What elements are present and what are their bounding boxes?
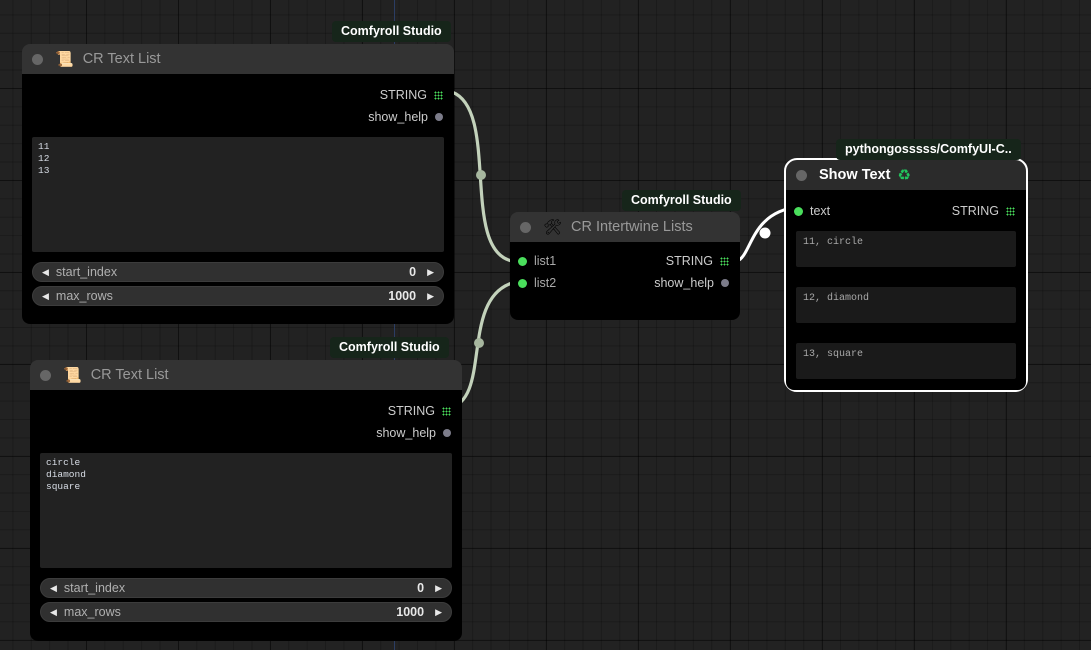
output-slot-show-help[interactable]: show_help	[30, 422, 462, 444]
node-title: CR Text List	[90, 367, 169, 383]
node-header[interactable]: 📜 CR Text List	[30, 360, 462, 390]
widget-label: start_index	[63, 581, 126, 595]
output-slot-label: show_help	[376, 426, 436, 440]
node-header[interactable]: 🛠 CR Intertwine Lists	[510, 212, 740, 242]
node-body: list1 STRING list2 show_help	[510, 242, 740, 320]
arrow-left-icon[interactable]: ◀	[42, 266, 49, 277]
widget-max-rows[interactable]: ◀ max_rows 1000 ▶	[40, 602, 452, 622]
multiline-text-input[interactable]: circle diamond square	[40, 453, 452, 568]
grid-dots-icon[interactable]	[442, 406, 451, 416]
widget-value: 1000	[388, 289, 417, 303]
scroll-icon: 📜	[55, 50, 74, 68]
widget-value: 1000	[396, 605, 425, 619]
grid-dots-icon[interactable]	[1006, 206, 1015, 216]
output-slot-label: STRING	[387, 404, 435, 418]
tools-icon: 🛠	[543, 218, 563, 236]
node-body: STRING show_help circle diamond square ◀…	[30, 390, 462, 641]
node-body: text STRING 11, circle 12, diamond 13, s…	[786, 190, 1026, 390]
node-badge-comfyroll-1: Comfyroll Studio	[332, 21, 451, 42]
circle-dot-icon[interactable]	[721, 279, 729, 287]
grid-dots-icon[interactable]	[434, 90, 443, 100]
circle-dot-icon[interactable]	[435, 113, 443, 121]
input-slot-label: text	[810, 204, 831, 218]
vertical-guide-line	[394, 0, 395, 650]
output-slot-label: STRING	[379, 88, 427, 102]
node-title: Show Text	[819, 167, 891, 183]
output-slot-string[interactable]: STRING	[30, 400, 462, 422]
input-dot-icon[interactable]	[794, 206, 803, 216]
node-body: STRING show_help 11 12 13 ◀ start_index …	[22, 74, 454, 324]
output-slot-string[interactable]: STRING	[22, 84, 454, 106]
grid-dots-icon[interactable]	[720, 256, 729, 266]
arrow-right-icon[interactable]: ▶	[435, 582, 442, 593]
result-text-box[interactable]: 11, circle	[796, 231, 1016, 267]
collapse-dot-icon[interactable]	[40, 369, 51, 381]
input-dot-icon[interactable]	[518, 278, 527, 288]
output-slot-label: STRING	[665, 254, 713, 268]
output-slot-label: STRING	[951, 204, 999, 218]
node-badge-pythongosssss: pythongosssss/ComfyUI-C..	[836, 139, 1021, 160]
widget-label: max_rows	[55, 289, 113, 303]
node-badge-comfyroll-2: Comfyroll Studio	[330, 337, 449, 358]
circle-dot-icon[interactable]	[443, 429, 451, 437]
widget-start-index[interactable]: ◀ start_index 0 ▶	[40, 578, 452, 598]
widget-label: max_rows	[63, 605, 121, 619]
node-badge-comfyroll-3: Comfyroll Studio	[622, 190, 741, 211]
result-text-box[interactable]: 12, diamond	[796, 287, 1016, 323]
refresh-recycle-icon[interactable]: ♻	[897, 167, 911, 184]
arrow-left-icon[interactable]: ◀	[42, 290, 49, 301]
input-dot-icon[interactable]	[518, 256, 527, 266]
collapse-dot-icon[interactable]	[796, 169, 807, 181]
collapse-dot-icon[interactable]	[32, 53, 43, 65]
output-slot-label: show_help	[368, 110, 428, 124]
input-slot-label: list1	[534, 254, 557, 268]
node-cr-text-list-1[interactable]: 📜 CR Text List STRING show_help 11 12 13…	[22, 44, 454, 324]
output-slot-show-help[interactable]: show_help	[22, 106, 454, 128]
node-title: CR Intertwine Lists	[571, 219, 693, 235]
input-slot-text[interactable]: text STRING	[786, 200, 1026, 222]
arrow-left-icon[interactable]: ◀	[50, 606, 57, 617]
node-cr-intertwine-lists[interactable]: 🛠 CR Intertwine Lists list1 STRING list2…	[510, 212, 740, 320]
widget-value: 0	[417, 581, 425, 595]
arrow-right-icon[interactable]: ▶	[427, 266, 434, 277]
node-show-text[interactable]: Show Text ♻ text STRING 11, circle 12, d…	[784, 158, 1028, 392]
scroll-icon: 📜	[63, 366, 82, 384]
widget-value: 0	[409, 265, 417, 279]
node-cr-text-list-2[interactable]: 📜 CR Text List STRING show_help circle d…	[30, 360, 462, 641]
arrow-right-icon[interactable]: ▶	[435, 606, 442, 617]
output-slot-label: show_help	[654, 276, 714, 290]
widget-max-rows[interactable]: ◀ max_rows 1000 ▶	[32, 286, 444, 306]
node-header[interactable]: Show Text ♻	[786, 160, 1026, 190]
widget-start-index[interactable]: ◀ start_index 0 ▶	[32, 262, 444, 282]
widget-label: start_index	[55, 265, 118, 279]
collapse-dot-icon[interactable]	[520, 221, 531, 233]
input-slot-list2[interactable]: list2 show_help	[510, 272, 740, 294]
node-title: CR Text List	[82, 51, 161, 67]
arrow-right-icon[interactable]: ▶	[427, 290, 434, 301]
arrow-left-icon[interactable]: ◀	[50, 582, 57, 593]
input-slot-label: list2	[534, 276, 557, 290]
input-slot-list1[interactable]: list1 STRING	[510, 250, 740, 272]
node-header[interactable]: 📜 CR Text List	[22, 44, 454, 74]
result-text-box[interactable]: 13, square	[796, 343, 1016, 379]
multiline-text-input[interactable]: 11 12 13	[32, 137, 444, 252]
